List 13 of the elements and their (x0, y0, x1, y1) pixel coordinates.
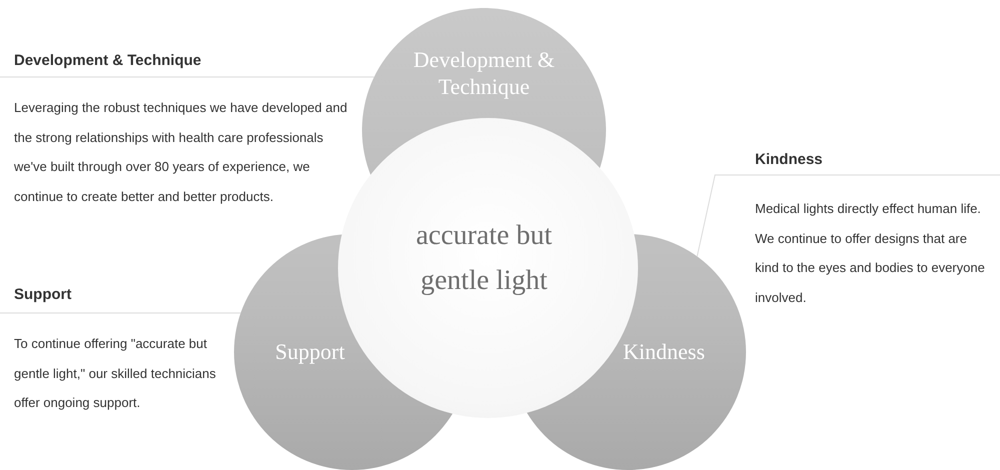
description-text: Medical lights directly effect human life. We continue to offer designs that are kind to the eyes and bodies to everyone involved. (755, 200, 986, 306)
leader-line (0, 76, 375, 78)
section-heading: Development & Technique (14, 51, 202, 71)
leader-line (696, 174, 1000, 257)
description-text: Leveraging the robust techniques we have developed and the strong relationships with health care professionals we've built through over 80 years of experience, we continue to create better and better products. (14, 99, 348, 206)
section-heading: Support (14, 285, 72, 305)
circle-label: Support (275, 338, 345, 365)
leader-line (0, 312, 242, 314)
section-heading: Kindness (755, 150, 824, 170)
description-text: To continue offering "accurate but gentle light," our skilled technicians offer ongoing support. (14, 335, 217, 412)
circle-label: Development & Technique (412, 46, 556, 100)
center-text: accurate but gentle light (414, 219, 554, 298)
circle-label: Kindness (623, 338, 705, 365)
